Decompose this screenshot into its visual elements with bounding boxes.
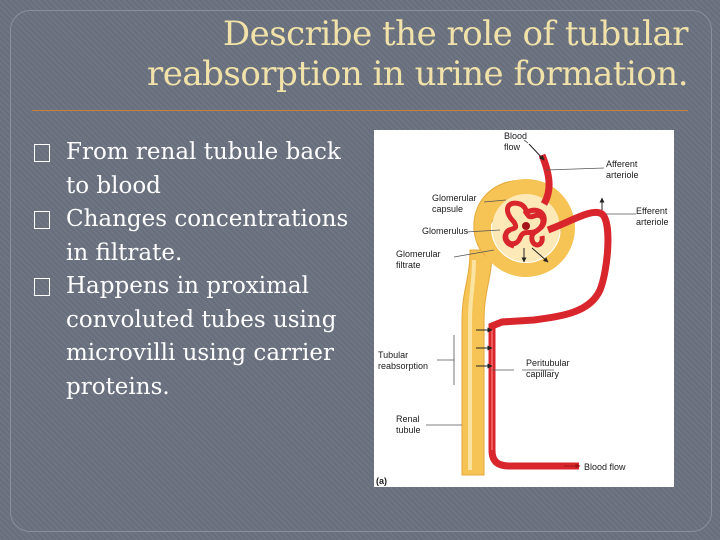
filtrate-arrow (531, 247, 549, 263)
label-renal-tubule-1: Renal (396, 414, 420, 424)
nephron-diagram: Blood flow Afferent arteriole Glomerular… (374, 130, 674, 487)
label-tubular-reabsorption-1: Tubular (378, 350, 408, 360)
label-blood-flow-bottom: Blood flow (584, 462, 626, 472)
bullet-item: Changes concentrations in filtrate. (30, 203, 350, 270)
label-glomerular-capsule-2: capsule (432, 204, 463, 214)
bullet-text: From renal tubule back to blood (66, 139, 341, 199)
label-peritubular-1: Peritubular (526, 358, 570, 368)
bullet-text: Changes concentrations in filtrate. (66, 206, 349, 266)
label-efferent-2: arteriole (636, 217, 669, 227)
bullet-item: Happens in proximal convoluted tubes usi… (30, 270, 350, 404)
glomerulus-shape (502, 200, 547, 249)
label-afferent-1: Afferent (606, 159, 638, 169)
bullet-item: From renal tubule back to blood (30, 136, 350, 203)
label-tubular-reabsorption-2: reabsorption (378, 361, 428, 371)
title-divider (32, 110, 688, 111)
renal-tubule-shape (461, 249, 493, 476)
slide-title: Describe the role of tubular reabsorptio… (60, 14, 689, 94)
label-efferent-1: Efferent (636, 206, 668, 216)
bullet-box-icon (34, 278, 50, 296)
bullet-box-icon (34, 211, 50, 229)
label-glomerular-capsule-1: Glomerular (432, 193, 477, 203)
figure-panel-label: (a) (376, 476, 387, 486)
efferent-peritubular-vessel (488, 209, 612, 470)
title-line-1: Describe the role of tubular (222, 14, 689, 54)
label-glomerular-filtrate-2: filtrate (396, 260, 421, 270)
title-line-2: reabsorption in urine formation. (146, 54, 689, 94)
bullet-list: From renal tubule back to blood Changes … (30, 136, 350, 404)
label-afferent-2: arteriole (606, 170, 639, 180)
label-renal-tubule-2: tubule (396, 425, 421, 435)
label-blood-flow-top-1: Blood (504, 131, 527, 141)
nephron-svg: Blood flow Afferent arteriole Glomerular… (376, 131, 669, 486)
label-blood-flow-top-2: flow (504, 142, 521, 152)
label-glomerular-filtrate-1: Glomerular (396, 249, 441, 259)
slide-frame (10, 10, 712, 532)
label-peritubular-2: capillary (526, 369, 560, 379)
bullet-text: Happens in proximal convoluted tubes usi… (66, 273, 337, 400)
label-glomerulus: Glomerulus (422, 226, 469, 236)
bullet-box-icon (34, 144, 50, 162)
blood-flow-arrow (528, 143, 545, 161)
leader-lines (426, 139, 636, 426)
